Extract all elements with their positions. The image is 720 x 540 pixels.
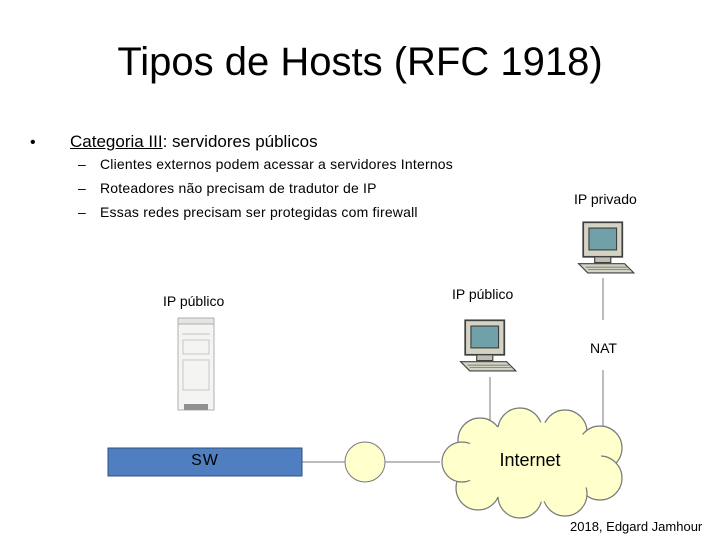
switch-bar [107,447,303,477]
category-label: Categoria III [70,132,163,151]
slide-title: Tipos de Hosts (RFC 1918) [117,40,603,84]
subitem-2-text: Roteadores não precisam de tradutor de I… [100,180,377,196]
nat-label: NAT [590,340,617,356]
internet-cloud [441,407,623,519]
subitem-2: –Roteadores não precisam de tradutor de … [78,180,377,196]
internet-label: Internet [499,450,561,470]
bullet-category: Categoria III: servidores públicos [70,132,318,152]
subitem-3-text: Essas redes precisam ser protegidas com … [100,204,418,220]
private-computer-icon [577,221,635,274]
subitem-1: –Clientes externos podem acessar a servi… [78,156,453,172]
ip-publico-left-label: IP público [163,293,225,309]
router-node [344,441,386,483]
ip-privado-label: IP privado [574,191,637,207]
switch-label: SW [191,452,219,469]
subitem-1-text: Clientes externos podem acessar a servid… [100,156,453,172]
public-computer-icon [459,319,517,372]
category-text: : servidores públicos [162,132,318,151]
subitem-3: –Essas redes precisam ser protegidas com… [78,204,418,220]
credit-text: 2018, Edgard Jamhour [570,519,703,534]
bullet-marker: • [30,134,36,151]
ip-publico-mid-label: IP público [452,286,514,302]
server-icon [177,317,215,411]
